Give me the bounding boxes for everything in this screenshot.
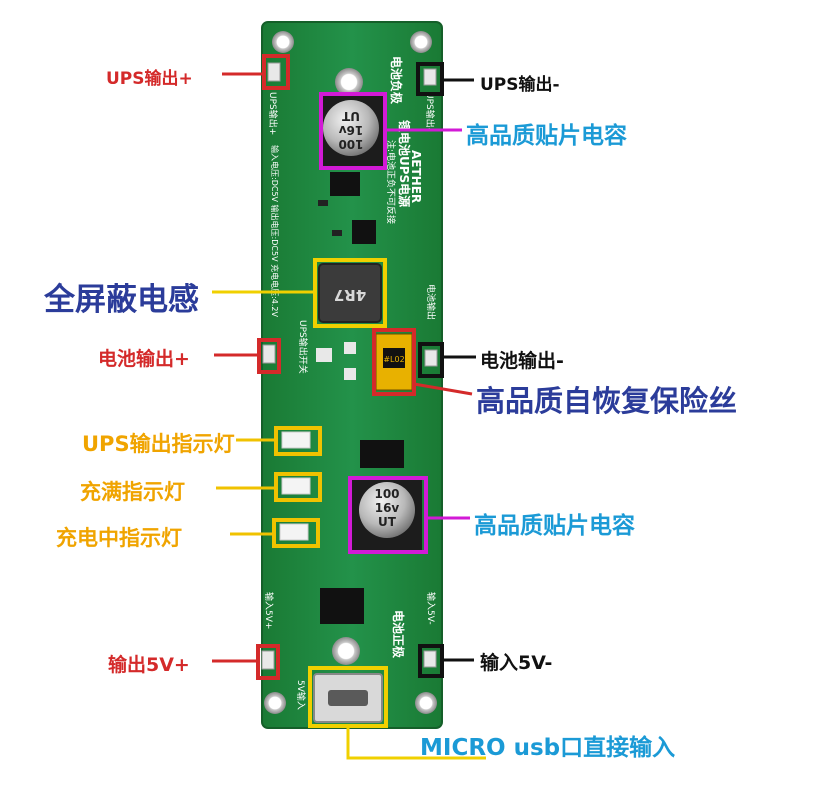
cap-mid-body (359, 482, 415, 538)
box-batt-out-neg (418, 342, 444, 378)
label-batt-out-pos: 电池输出+ (98, 348, 190, 370)
pad-batt-out-neg (424, 349, 438, 367)
box-fuse (372, 328, 416, 396)
resistor-2 (318, 200, 328, 206)
cap-top-mark-1: 16v (339, 123, 364, 137)
batt-neg-hole (335, 68, 363, 96)
pad-ups-out-pos (267, 62, 281, 82)
silk-spec: 输入电压:DC5V 输出电压:DC5V 充电电压:4.2V (270, 145, 280, 318)
box-cap-mid (348, 476, 428, 554)
mount-hole-bl (264, 692, 286, 714)
cap-top-body (323, 100, 379, 156)
switch-pad-1 (316, 348, 332, 362)
switch-pad-3 (344, 368, 356, 380)
label-ups-out-neg: UPS输出- (480, 75, 560, 95)
ic-bottom (320, 588, 364, 624)
batt-pos-hole (332, 637, 360, 665)
fuse-center (383, 348, 405, 368)
silk-batt-out: 电池输出 (425, 284, 437, 320)
switch-pad-2 (344, 342, 356, 354)
label-ups-out-pos: UPS输出+ (106, 69, 193, 89)
chip-sot-1 (330, 172, 360, 196)
silk-5v-in: 5V输入 (295, 680, 307, 710)
leader-micro-usb (346, 726, 486, 760)
silk-title: 锂电池UPS电源 (397, 120, 412, 207)
mount-hole-br (415, 692, 437, 714)
silk-in-pos: 输入5V+ (263, 592, 275, 629)
label-out-5v-pos: 输出5V+ (108, 654, 190, 676)
resistor-1 (332, 230, 342, 236)
mount-hole-tl (272, 31, 294, 53)
leader-fuse (413, 382, 473, 396)
pad-in-5v-neg (423, 650, 437, 668)
led-full (281, 477, 311, 495)
mount-hole-tr (410, 31, 432, 53)
cap-top-mark-0: 100 (338, 137, 363, 151)
label-led-charging: 充电中指示灯 (56, 526, 182, 550)
pad-out-5v-pos (261, 650, 275, 670)
fuse-mark: #L02 (383, 355, 404, 364)
led-charging (279, 523, 309, 541)
label-micro-usb: MICRO usb口直接输入 (420, 735, 676, 761)
pad-batt-out-pos (262, 344, 276, 364)
led-ups (281, 431, 311, 449)
silk-switch: UPS输出开关 (297, 320, 309, 374)
silk-in-neg: 输入5V- (425, 592, 437, 625)
silk-ups-out-neg: UPS输出- (424, 92, 436, 131)
label-in-5v-neg: 输入5V- (480, 652, 553, 674)
label-led-ups: UPS输出指示灯 (82, 432, 235, 456)
inductor-body (318, 263, 382, 323)
silk-batt-neg: 电池负极 (389, 56, 404, 105)
cap-mid-mark-1: 16v (375, 501, 400, 515)
inductor-mark: 4R7 (334, 286, 366, 304)
pad-ups-out-neg (423, 68, 437, 86)
label-cap-mid: 高品质贴片电容 (474, 513, 635, 539)
label-inductor: 全屏蔽电感 (44, 282, 199, 318)
silk-ups-out-pos: UPS输出+ (267, 92, 279, 135)
label-batt-out-neg: 电池输出- (480, 350, 564, 372)
cap-mid-mark-0: 100 (374, 487, 399, 501)
label-fuse: 高品质自恢复保险丝 (476, 384, 738, 418)
ic-mid (360, 440, 404, 468)
silk-batt-pos: 电池正极 (391, 610, 406, 659)
micro-usb-slot (328, 690, 368, 706)
cap-top-mark-2: UT (341, 109, 360, 123)
box-ups-out-pos (262, 54, 290, 90)
chip-sot-2 (352, 220, 376, 244)
label-led-full: 充满指示灯 (80, 480, 185, 504)
cap-mid-mark-2: UT (378, 515, 397, 529)
label-cap-top: 高品质贴片电容 (466, 123, 627, 149)
silk-brand: AETHER (409, 150, 423, 203)
silk-note: 注:电池正负不可反接 (385, 140, 397, 224)
